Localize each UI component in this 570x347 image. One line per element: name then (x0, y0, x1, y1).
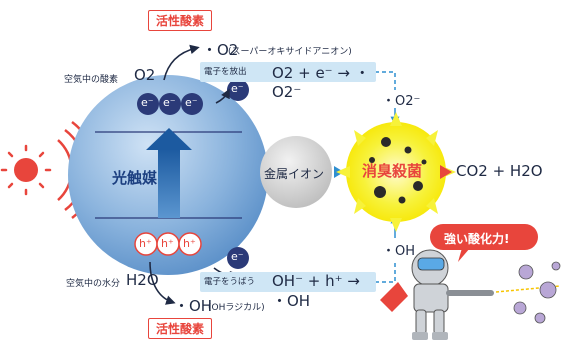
air-water-formula: H2O (126, 271, 159, 289)
germ-icon (369, 137, 427, 204)
electron-capture-label: 電子をうばう (204, 277, 256, 287)
hydroxyl-radical: ・OH (174, 297, 213, 315)
metal-ion-circle (260, 136, 332, 208)
hole-3: h⁺ (183, 237, 196, 250)
energy-arrow (146, 128, 192, 218)
hole-2: h⁺ (161, 237, 174, 250)
product-label: CO2 + H2O (456, 162, 543, 180)
electron-group (137, 79, 249, 115)
electron-capture-equation: OH⁻ + h⁺ → ・OH (272, 272, 360, 310)
air-oxygen-label: 空気中の酸素 (64, 75, 119, 85)
superoxide-ion-label: ・O2⁻ (382, 94, 421, 109)
metal-ion-label: 金属イオン (264, 167, 325, 181)
hydroxyl-label: ・OH (382, 244, 416, 259)
germ-icon (513, 261, 561, 324)
hole-group (134, 232, 249, 269)
electron-3: e⁻ (185, 96, 198, 109)
electron-release-equation: O2 + e⁻ → ・O2⁻ (272, 64, 370, 101)
electron-4: e⁻ (231, 82, 244, 95)
active-oxygen-badge-top: 活性酸素 (148, 10, 213, 31)
superoxide-species: ・O2 (202, 41, 239, 59)
electron-2: e⁻ (163, 96, 176, 109)
photocatalyst-label: 光触媒 (112, 169, 158, 187)
electron-release-label: 電子を放出 (204, 67, 247, 77)
deodorize-label: 消臭殺菌 (362, 162, 423, 180)
air-water-label: 空気中の水分 (66, 279, 121, 289)
extra-electron: e⁻ (231, 250, 244, 263)
hydroxyl-note: (OHラジカル) (208, 303, 265, 313)
electron-capture-band: 電子をうばう OH⁻ + h⁺ → ・OH (200, 272, 376, 310)
electron-1: e⁻ (141, 96, 154, 109)
speech-bubble (430, 224, 538, 262)
strong-oxidation-label: 強い酸化力! (444, 232, 510, 246)
air-oxygen-formula: O2 (134, 66, 156, 84)
electron-release-band: 電子を放出 O2 + e⁻ → ・O2⁻ (200, 62, 376, 101)
active-oxygen-badge-bottom: 活性酸素 (148, 318, 213, 339)
superoxide-note: (スーパーオキサイドアニオン) (228, 47, 352, 57)
hole-1: h⁺ (139, 237, 152, 250)
robot-hero-icon (380, 249, 561, 340)
